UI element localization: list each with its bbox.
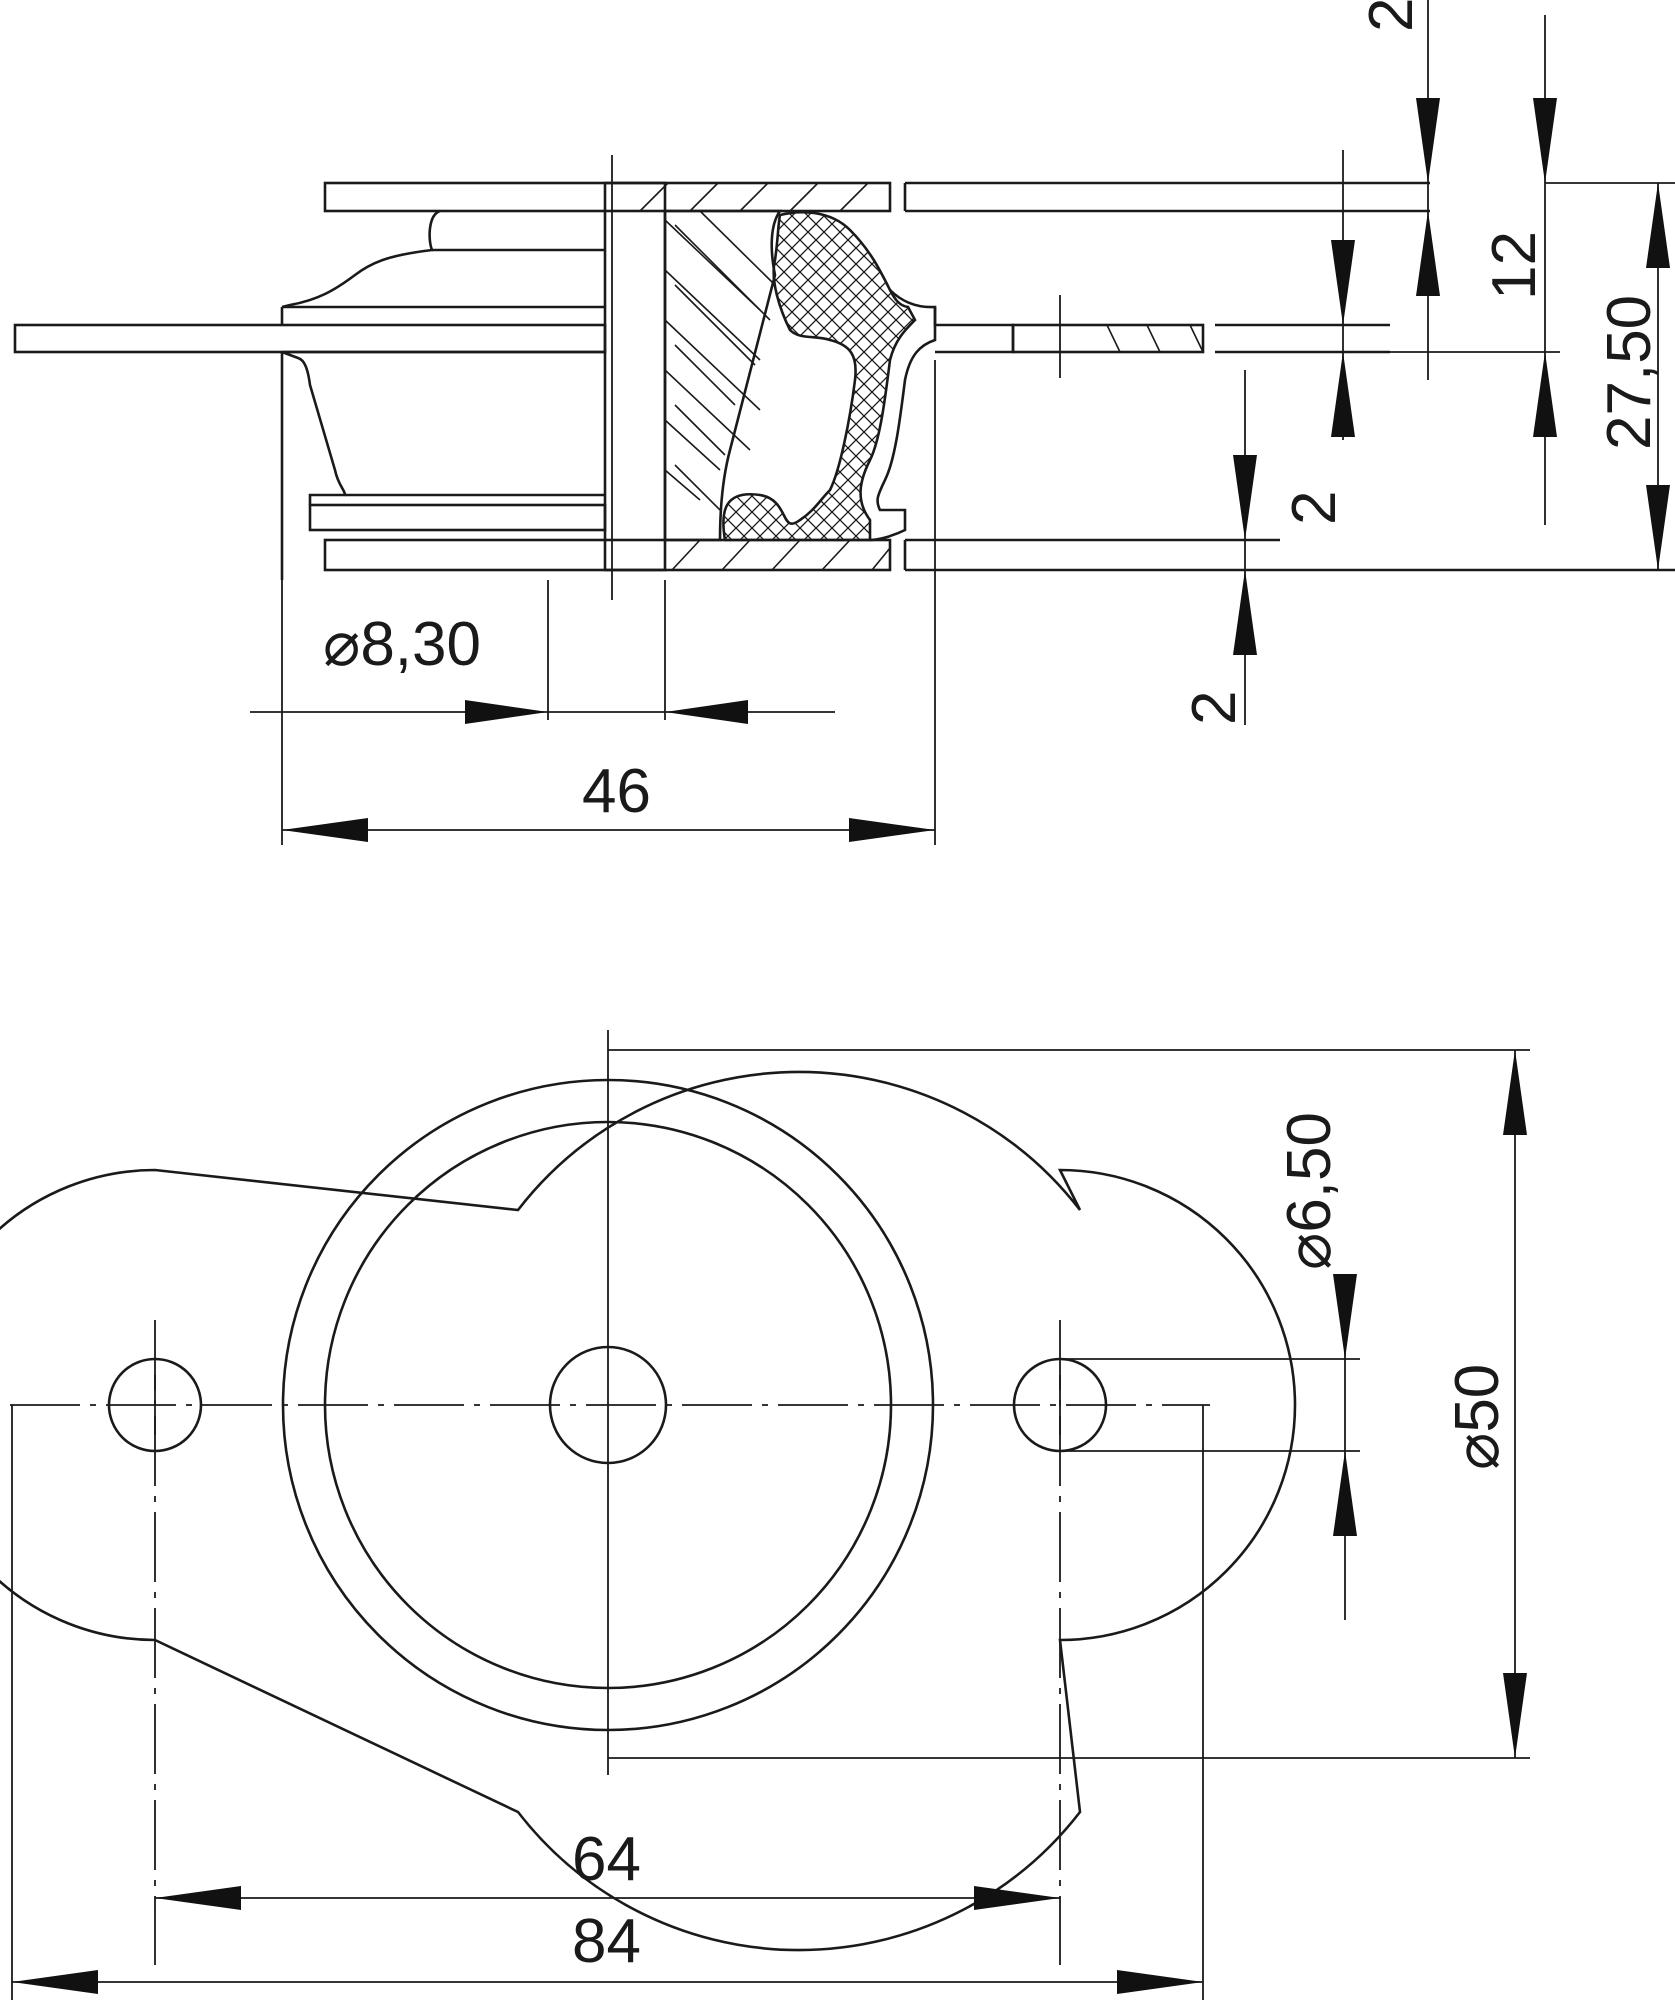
dim-label-12: 12 (1480, 231, 1549, 300)
rubber-dome-left (281, 209, 441, 309)
dim-label-27-50: 27,50 (1595, 295, 1664, 450)
dim-6-50: ⌀6,50 (1060, 1112, 1360, 1620)
dim-27-50: 27,50 (1545, 182, 1675, 570)
dim-50: ⌀50 (608, 1049, 1530, 1759)
dim-label-6-50: 6,50 (1275, 1112, 1344, 1233)
svg-text:⌀50: ⌀50 (1443, 1364, 1512, 1470)
top-plate (323, 181, 892, 213)
rubber-outer-right (869, 289, 937, 542)
bottom-plate (323, 538, 892, 572)
bolt-hatch (664, 219, 761, 501)
dim-label-8-30: 8,30 (360, 610, 481, 679)
bottom-plate-hatch (671, 539, 891, 571)
section-view: ⌀8,30 46 2 12 (13, 0, 1675, 845)
dim-8-30: ⌀8,30 (250, 610, 835, 724)
flange-right-hatch (1106, 324, 1204, 353)
dim-12: 12 (1390, 231, 1560, 437)
center-bolt (603, 181, 667, 572)
svg-text:⌀6,50: ⌀6,50 (1275, 1112, 1344, 1270)
bottom-ring (308, 503, 607, 532)
dim-label-64: 64 (572, 1825, 641, 1894)
diameter-symbol: ⌀ (323, 610, 360, 679)
flange-right (933, 307, 1015, 354)
metal-insert-hatch (674, 210, 776, 511)
dim-label-2-bottom: 2 (1180, 691, 1249, 725)
dim-2-mid: 2 (1280, 150, 1355, 525)
top-plate-hatch (639, 182, 869, 212)
dim-84: 84 (11, 1405, 1204, 2000)
flange-plate (13, 323, 607, 354)
dim-2-bottom: 2 (1180, 370, 1257, 725)
plan-view: ⌀6,50 ⌀50 64 84 (0, 1030, 1530, 2000)
dim-label-2-top: 2 (1357, 0, 1426, 32)
dim-label-2-mid: 2 (1280, 491, 1349, 525)
dim-46: 46 (281, 360, 936, 845)
flange-right-plate (1011, 323, 1205, 354)
dim-label-84: 84 (572, 1907, 641, 1976)
metal-insert (663, 209, 783, 542)
dim-label-50: 50 (1443, 1364, 1512, 1433)
dim-64: 64 (155, 1825, 1060, 1910)
diameter-symbol-6-50: ⌀ (1275, 1233, 1344, 1270)
diameter-symbol-50: ⌀ (1443, 1433, 1512, 1470)
dim-2-top: 2 (1357, 0, 1557, 525)
rubber-element (722, 210, 917, 542)
svg-text:⌀8,30: ⌀8,30 (323, 610, 481, 679)
dim-label-46: 46 (582, 757, 651, 826)
flange-outline (0, 1070, 1297, 1952)
housing-left-profile (281, 350, 347, 505)
